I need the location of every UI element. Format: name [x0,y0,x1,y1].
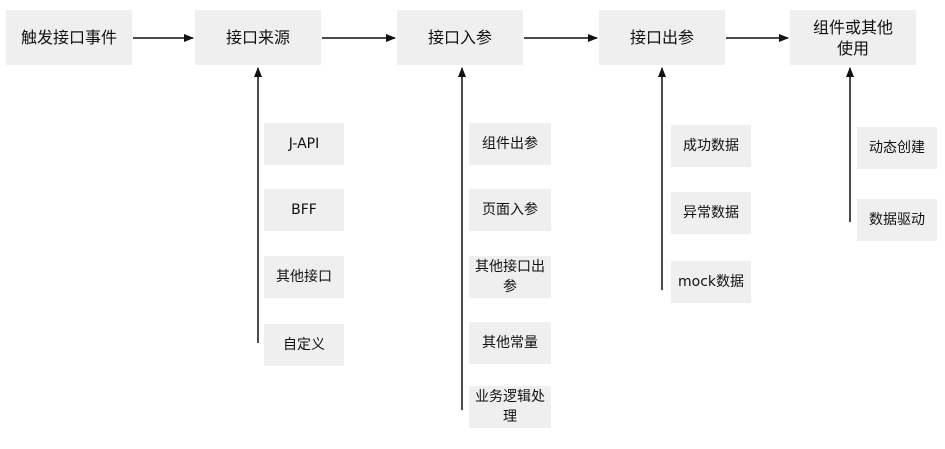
output-item-success-data: 成功数据 [671,125,751,167]
input-item-label: 页面入参 [482,202,538,218]
input-item-label: 其他接口出参 [475,259,545,295]
node-interface-input-label: 接口入参 [427,28,492,47]
node-interface-input: 接口入参 [397,10,523,65]
source-item-other-api: 其他接口 [264,256,344,298]
node-trigger-event: 触发接口事件 [6,10,132,65]
usage-item-label: 动态创建 [869,140,925,156]
input-item-label: 组件出参 [482,136,538,152]
usage-item-data-driven: 数据驱动 [857,199,937,241]
node-component-usage: 组件或其他使用 [790,10,916,65]
input-item-page-input: 页面入参 [469,189,551,231]
output-item-mock-data: mock数据 [671,261,751,303]
input-item-business-logic: 业务逻辑处理 [469,386,551,428]
source-item-label: 自定义 [283,337,325,353]
source-item-bff: BFF [264,189,344,231]
input-item-other-api-output: 其他接口出参 [469,256,551,298]
output-item-label: 成功数据 [683,138,739,154]
output-item-label: mock数据 [677,274,744,290]
usage-item-label: 数据驱动 [869,212,925,228]
source-item-label: BFF [291,202,317,218]
source-item-label: J-API [288,136,320,152]
output-item-label: 异常数据 [683,205,739,221]
input-item-label: 业务逻辑处理 [475,389,545,425]
output-item-error-data: 异常数据 [671,192,751,234]
node-interface-source: 接口来源 [195,10,321,65]
input-item-component-output: 组件出参 [469,123,551,165]
input-item-other-constant: 其他常量 [469,322,551,364]
source-item-label: 其他接口 [276,269,332,285]
usage-item-dynamic-create: 动态创建 [857,127,937,169]
node-interface-source-label: 接口来源 [225,28,290,47]
input-item-label: 其他常量 [482,335,538,351]
node-interface-output: 接口出参 [599,10,725,65]
node-trigger-event-label: 触发接口事件 [20,28,117,47]
source-item-japi: J-API [264,123,344,165]
node-component-usage-label: 组件或其他使用 [812,17,893,58]
source-item-custom: 自定义 [264,324,344,366]
node-interface-output-label: 接口出参 [629,28,694,47]
